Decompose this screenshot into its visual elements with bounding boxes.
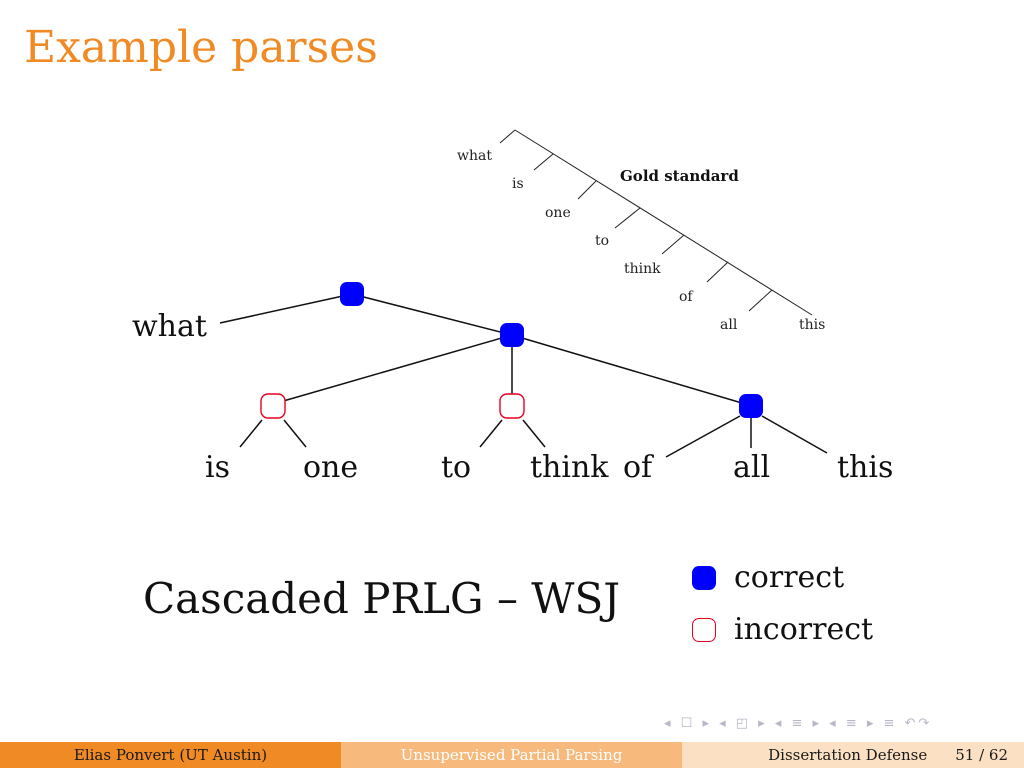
node-correct: [340, 282, 364, 306]
parse-caption: Cascaded PRLG – WSJ: [143, 574, 621, 623]
parse-word: of: [623, 450, 654, 485]
beamer-navigation-icons[interactable]: ◂ ☐ ▸ ◂ ◰ ▸ ◂ ≡ ▸ ◂ ≡ ▸ ≡ ↶↷: [664, 716, 933, 731]
parse-word: is: [205, 450, 230, 485]
gold-word: all: [720, 317, 738, 333]
legend-incorrect-swatch: [692, 617, 716, 642]
parse-edges: [219, 293, 828, 458]
slide-title: Example parses: [24, 22, 378, 73]
gold-word: of: [679, 289, 694, 305]
legend-correct: correct: [692, 560, 844, 595]
parse-word: what: [132, 309, 207, 344]
node-incorrect: [499, 393, 525, 419]
legend-correct-swatch: [692, 565, 716, 590]
parse-word: think: [530, 450, 609, 485]
gold-word: one: [545, 205, 571, 221]
node-correct: [500, 323, 524, 347]
footer-right: Dissertation Defense 51 / 62: [682, 742, 1024, 768]
gold-word: this: [799, 317, 825, 333]
node-correct: [739, 394, 763, 418]
parse-word: this: [837, 450, 893, 485]
gold-word: what: [457, 148, 492, 164]
gold-standard-tree: [499, 129, 813, 316]
parse-word: one: [303, 450, 358, 485]
gold-word: to: [595, 233, 609, 249]
legend-correct-label: correct: [734, 560, 845, 595]
node-incorrect: [260, 393, 286, 419]
footer-page-number: 51 / 62: [955, 746, 1008, 764]
parse-word: to: [441, 450, 471, 485]
footer-talk-title: Unsupervised Partial Parsing: [341, 742, 682, 768]
footer-author: Elias Ponvert (UT Austin): [0, 742, 341, 768]
parse-word: all: [733, 450, 770, 485]
gold-standard-label: Gold standard: [620, 167, 739, 185]
gold-word: think: [624, 261, 661, 277]
footer-bar: Elias Ponvert (UT Austin) Unsupervised P…: [0, 742, 1024, 768]
legend-incorrect: incorrect: [692, 612, 873, 647]
legend-incorrect-label: incorrect: [734, 612, 874, 647]
footer-event: Dissertation Defense: [768, 746, 928, 764]
gold-word: is: [512, 176, 524, 192]
